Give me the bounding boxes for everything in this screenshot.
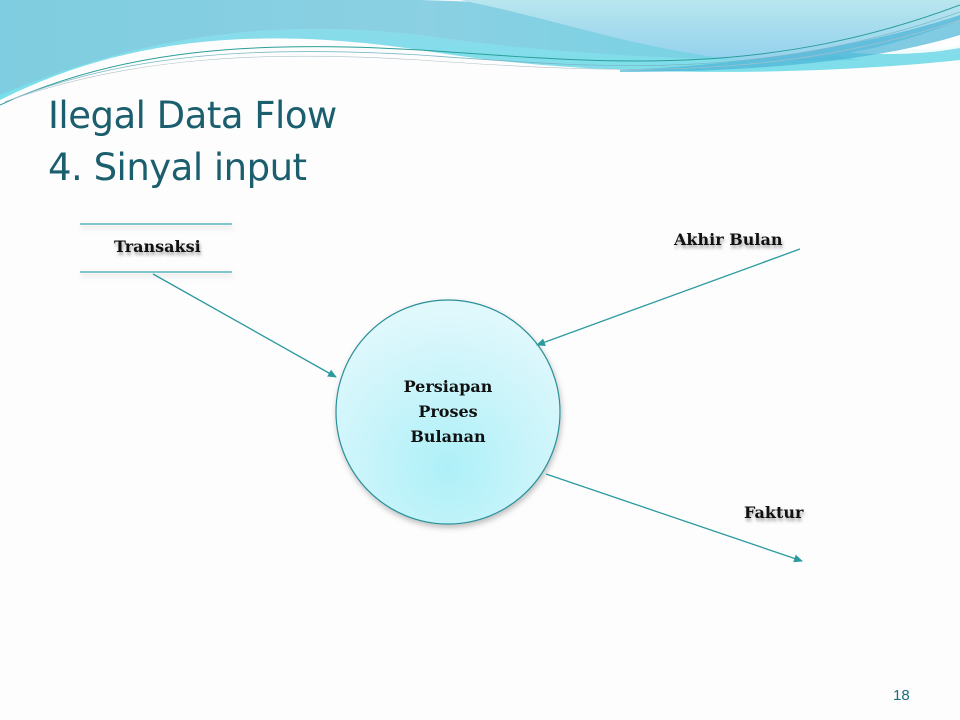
process-label-line1: Persiapan <box>403 377 493 396</box>
flow-arrow-transaksi-to-process <box>152 273 337 378</box>
process-label-line2: Proses <box>418 402 478 421</box>
slide-title-line2: 4. Sinyal input <box>48 146 307 189</box>
process-label-line3: Bulanan <box>410 427 486 446</box>
slide-title-line1: Ilegal Data Flow <box>48 94 337 137</box>
data-store-label: Transaksi <box>114 237 201 256</box>
page-number: 18 <box>893 687 910 704</box>
data-store-transaksi-lines <box>80 223 232 273</box>
flow-arrow-process-to-faktur <box>545 473 803 563</box>
process-label: Persiapan Proses Bulanan <box>337 374 559 449</box>
slide-title: Ilegal Data Flow 4. Sinyal input <box>48 90 337 194</box>
output-flow-label: Faktur <box>744 503 804 522</box>
input-signal-label: Akhir Bulan <box>674 230 783 249</box>
process-circle <box>335 299 561 525</box>
flow-arrow-akhir-bulan-to-process <box>536 248 801 347</box>
